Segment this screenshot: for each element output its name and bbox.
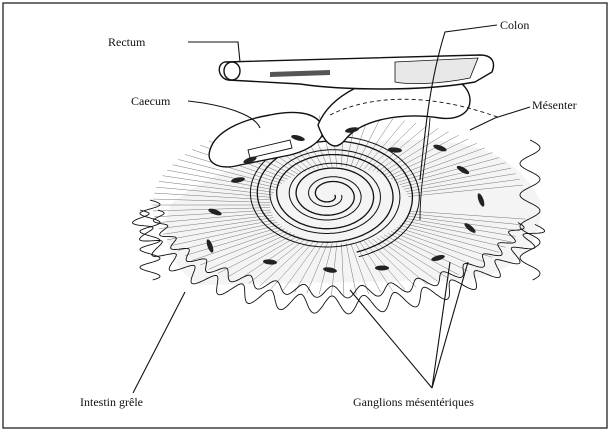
lymph-node — [375, 266, 389, 271]
label-caecum: Caecum — [131, 94, 171, 108]
intestin-leader — [133, 292, 185, 393]
label-mesenter: Mésenter — [532, 98, 577, 112]
label-rectum: Rectum — [108, 35, 146, 49]
label-intestin: Intestin grêle — [80, 395, 143, 409]
small-intestine-left-loops — [140, 200, 160, 280]
rectum-end — [224, 62, 240, 80]
mesenter-leader — [470, 107, 530, 130]
ganglions-leader-2 — [432, 262, 450, 388]
label-ganglions: Ganglions mésentériques — [353, 395, 474, 409]
rectum-leader — [188, 42, 240, 62]
label-colon: Colon — [500, 18, 529, 32]
ganglions-leader-1 — [350, 290, 432, 388]
